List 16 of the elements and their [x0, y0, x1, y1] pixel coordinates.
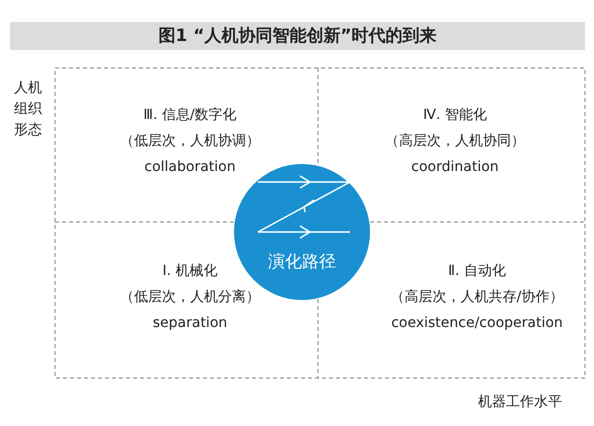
quadrant-heading: Ⅲ. 信息/数字化 — [143, 107, 237, 123]
quadrant-subtitle: （高层次，人机协同） — [385, 133, 525, 149]
quadrant-term: collaboration — [144, 159, 236, 175]
quadrant-heading: Ⅰ. 机械化 — [162, 263, 218, 279]
y-axis-label: 人机组织形态 — [14, 79, 43, 140]
quadrant-subtitle: （高层次，人机共存/协作） — [390, 289, 564, 305]
x-axis-label: 机器工作水平 — [478, 393, 562, 412]
quadrant-heading: Ⅳ. 智能化 — [423, 107, 487, 123]
quadrant-subtitle: （低层次，人机分离） — [120, 289, 260, 305]
circle-label: 演化路径 — [268, 252, 336, 272]
quadrant-heading: Ⅱ. 自动化 — [448, 263, 506, 279]
quadrant-subtitle: （低层次，人机协调） — [120, 133, 260, 149]
quadrant-term: coexistence/cooperation — [391, 315, 563, 331]
quadrant-term: coordination — [411, 159, 499, 175]
title-bar: 图1 “人机协同智能创新”时代的到来 — [10, 22, 585, 50]
quadrant-term: separation — [152, 315, 228, 331]
